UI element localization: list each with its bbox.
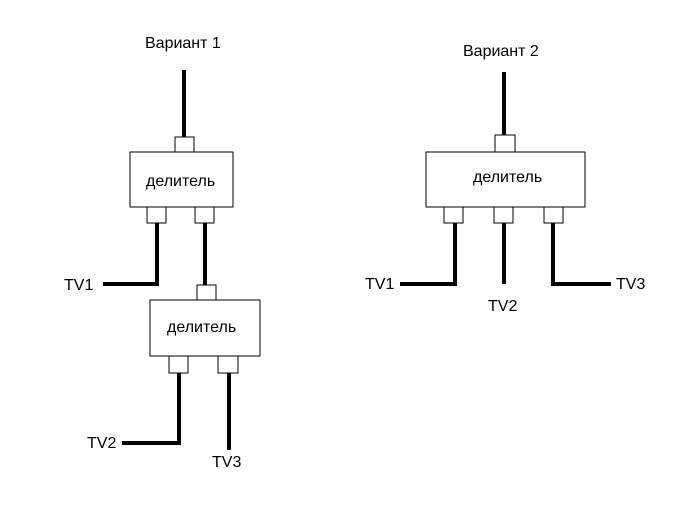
v1-bottom-splitter-output-port-1 [168,355,189,374]
v1-tv2-cable [122,373,181,445]
v1-bottom-splitter-output-port-2 [217,355,239,374]
v2-tv3-label: TV3 [616,276,645,293]
v1-top-splitter-output-port-1 [146,206,167,224]
variant-1-title: Вариант 1 [145,35,221,52]
v1-top-splitter-input-port [174,136,195,153]
variant-2-group: Вариант 2 делитель TV1 TV2 TV3 [365,43,645,315]
v2-splitter-output-port-3 [543,206,564,224]
v2-splitter-body [425,151,586,208]
v1-bottom-splitter-input-port [196,284,217,301]
variant-2-title: Вариант 2 [463,43,539,60]
v2-splitter-input-port [494,134,516,153]
v1-bottom-splitter-body [149,299,261,357]
v2-splitter-output-port-2 [493,206,514,224]
v1-tv1-cable [103,223,159,286]
v2-tv3-cable [551,223,611,286]
v1-tv1-label: TV1 [64,277,93,294]
v1-top-splitter-body [129,151,234,208]
v2-tv2-label: TV2 [488,298,517,315]
v1-top-splitter-output-port-2 [194,206,215,224]
variant-1-group: Вариант 1 делитель TV1 делитель TV2 TV3 [64,35,261,471]
v1-tv2-label: TV2 [87,435,116,452]
v2-tv1-label: TV1 [365,276,394,293]
v2-splitter-label: делитель [473,169,542,186]
v1-top-splitter-label: делитель [146,173,215,190]
v1-bottom-splitter-label: делитель [167,319,236,336]
v2-tv1-cable [400,223,457,286]
v2-splitter-output-port-1 [443,206,464,224]
v1-tv3-label: TV3 [212,454,241,471]
